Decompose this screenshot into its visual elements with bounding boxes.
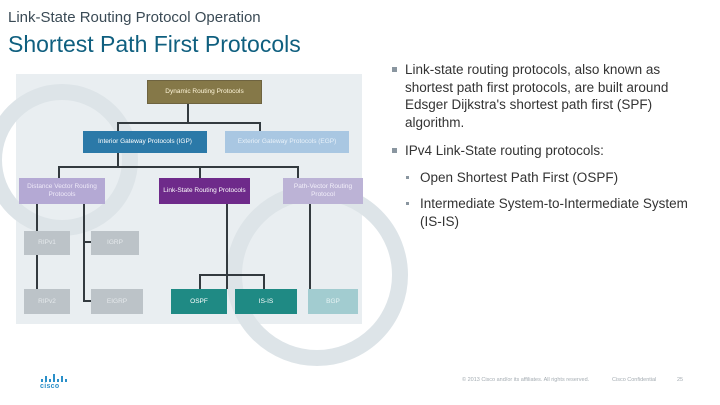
bullet-item: IPv4 Link-State routing protocols: Open … <box>392 142 708 230</box>
connector-line <box>117 153 119 168</box>
sub-bullet-item: Open Shortest Path First (OSPF) <box>392 169 708 187</box>
sub-bullet-text: Open Shortest Path First (OSPF) <box>420 169 619 185</box>
page-number: 25 <box>677 377 684 383</box>
connector-line <box>187 104 189 123</box>
connector-line <box>259 122 261 131</box>
connector-line <box>199 274 201 289</box>
node-distance-vector-routing-protocols: Distance Vector Routing Protocols <box>19 178 105 204</box>
node-link-state-routing-protocols: Link-State Routing Protocols <box>159 178 250 204</box>
sub-bullet-text: Intermediate System-to-Intermediate Syst… <box>420 196 688 229</box>
connector-line <box>83 204 85 301</box>
dot-bullet-icon <box>406 175 409 179</box>
node-eigrp: EIGRP <box>91 289 143 314</box>
square-bullet-icon <box>392 67 397 72</box>
node-igrp: IGRP <box>91 231 139 255</box>
bullet-text: IPv4 Link-State routing protocols: <box>405 143 604 158</box>
connector-line <box>58 166 60 178</box>
connector-line <box>297 166 299 178</box>
sub-bullet-item: Intermediate System-to-Intermediate Syst… <box>392 195 708 230</box>
slide-title: Shortest Path First Protocols <box>8 31 301 57</box>
connector-line <box>263 274 265 289</box>
cisco-logo: cisco <box>40 373 69 391</box>
square-bullet-icon <box>392 148 397 153</box>
node-exterior-gateway-protocols: Exterior Gateway Protocols (EGP) <box>225 131 349 153</box>
slide-topic: Link-State Routing Protocol Operation <box>8 9 261 26</box>
connector-line <box>199 274 265 276</box>
connector-line <box>226 204 228 289</box>
node-is-is: IS-IS <box>235 289 297 314</box>
bullet-list: Link-state routing protocols, also known… <box>392 61 708 241</box>
node-interior-gateway-protocols: Interior Gateway Protocols (IGP) <box>83 131 207 153</box>
node-ospf: OSPF <box>171 289 227 314</box>
bullet-item: Link-state routing protocols, also known… <box>392 61 708 131</box>
connector-line <box>309 204 311 289</box>
node-dynamic-routing-protocols: Dynamic Routing Protocols <box>147 80 262 104</box>
node-ripv1: RIPv1 <box>24 231 70 255</box>
connector-line <box>117 122 119 131</box>
dot-bullet-icon <box>406 202 409 205</box>
connector-line <box>83 241 91 243</box>
bullet-text: Link-state routing protocols, also known… <box>405 62 669 130</box>
connector-line <box>199 166 201 178</box>
node-ripv2: RIPv2 <box>24 289 70 314</box>
copyright-text: © 2013 Cisco and/or its affiliates. All … <box>462 377 590 383</box>
cisco-logo-text: cisco <box>40 383 60 390</box>
routing-protocols-diagram: Dynamic Routing Protocols Interior Gatew… <box>0 74 408 366</box>
connector-line <box>117 122 261 124</box>
node-bgp: BGP <box>308 289 358 314</box>
node-path-vector-routing-protocol: Path-Vector Routing Protocol <box>283 178 363 204</box>
connector-line <box>83 300 91 302</box>
classification-text: Cisco Confidential <box>612 377 657 383</box>
connector-line <box>58 166 299 168</box>
